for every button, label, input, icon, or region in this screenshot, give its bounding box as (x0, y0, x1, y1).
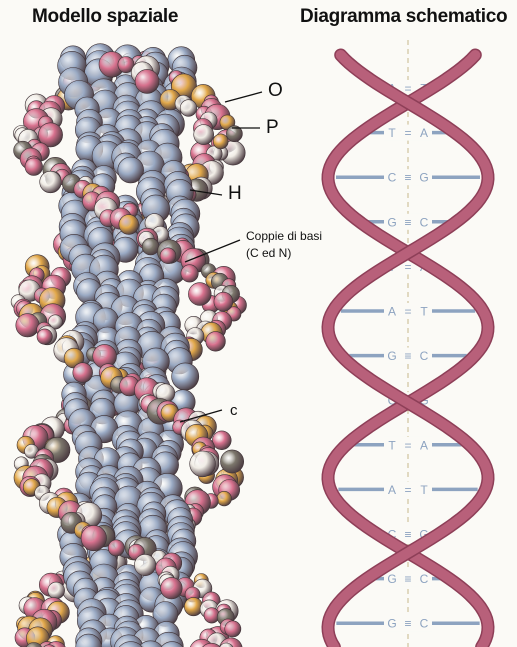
carbon-label: c (230, 402, 238, 419)
base-bond: ≡ (404, 528, 411, 542)
base-pairs-label-line1: Coppie di basi (246, 228, 322, 245)
phosphorus-label: P (266, 117, 279, 139)
hydrogen-label: H (228, 183, 242, 205)
base-right: A (420, 438, 428, 452)
base-pairs-label: Coppie di basi (C ed N) (246, 228, 322, 262)
base-left: G (387, 215, 396, 229)
base-bond: ≡ (404, 215, 411, 229)
base-left: G (387, 617, 396, 631)
base-right: C (420, 572, 429, 586)
base-bond: ≡ (404, 171, 411, 185)
base-bond: = (404, 82, 411, 96)
base-left: T (388, 126, 396, 140)
base-right: A (420, 126, 428, 140)
base-bond: ≡ (404, 617, 411, 631)
base-right: T (420, 305, 428, 319)
base-right: C (420, 349, 429, 363)
oxygen-label: O (268, 80, 283, 102)
base-left: A (388, 483, 396, 497)
base-left: A (388, 305, 396, 319)
base-bond: = (404, 260, 411, 274)
base-bond: ≡ (404, 572, 411, 586)
base-left: T (388, 438, 396, 452)
base-right: C (420, 215, 429, 229)
base-right: G (419, 171, 428, 185)
base-bond: = (404, 483, 411, 497)
base-bond: ≡ (404, 349, 411, 363)
base-left: G (387, 572, 396, 586)
base-pairs-label-line2: (C ed N) (246, 245, 322, 262)
base-bond: = (404, 305, 411, 319)
base-right: T (420, 483, 428, 497)
base-left: C (388, 171, 397, 185)
base-right: C (420, 617, 429, 631)
base-bond: = (404, 126, 411, 140)
base-left: G (387, 349, 396, 363)
base-bond: = (404, 438, 411, 452)
